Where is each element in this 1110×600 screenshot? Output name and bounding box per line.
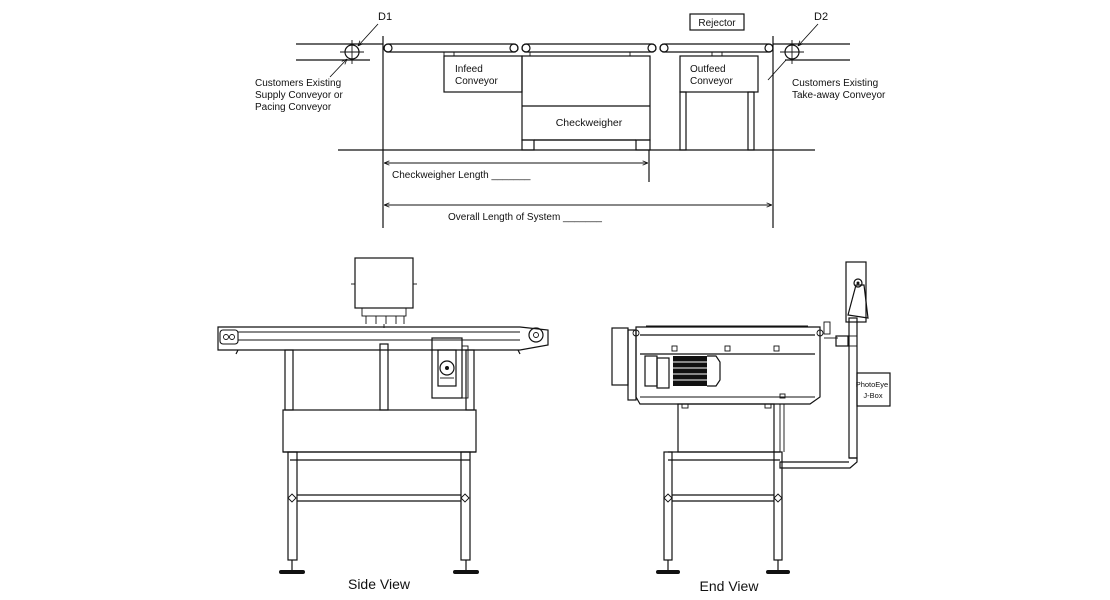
motor-icon: [644, 355, 721, 389]
d2-marker-icon: [767, 23, 819, 81]
gear-motor-icon: [431, 337, 469, 399]
frame: [279, 343, 479, 574]
d1-label: D1: [378, 11, 392, 23]
end-view-drawing: PhotoEye J-Box End View: [611, 261, 891, 594]
outfeed-label-2: Conveyor: [690, 76, 733, 87]
end-view-caption: End View: [700, 578, 760, 594]
side-view-caption: Side View: [348, 576, 411, 592]
rejector-box: [689, 13, 745, 31]
layout-plan: D1 D2 Rejector Infeed Conveyor Checkweig…: [255, 11, 886, 228]
photoeye-mount: [779, 261, 869, 469]
side-view-drawing: Side View: [217, 257, 549, 592]
checkweigher-label: Checkweigher: [556, 117, 623, 129]
takeaway-conveyor: [773, 43, 850, 61]
supply-conveyor-note: Customers Existing Supply Conveyor or Pa…: [255, 78, 346, 113]
checkweigher-box: [521, 55, 651, 151]
conveyor-end: [611, 325, 824, 405]
d2-label: D2: [814, 11, 828, 23]
outfeed-label: Outfeed: [690, 64, 726, 75]
conveyor-bed: [217, 326, 549, 355]
photoeye-jbox: PhotoEye J-Box: [856, 372, 891, 407]
overall-length-label: Overall Length of System _______: [448, 212, 602, 223]
d1-marker-icon: [329, 23, 379, 78]
infeed-label-2: Conveyor: [455, 76, 498, 87]
supply-conveyor: [296, 43, 383, 61]
control-box: [351, 257, 417, 328]
belts: [383, 43, 774, 57]
jbox-label: PhotoEye J-Box: [856, 380, 891, 400]
checkweigher-length-label: Checkweigher Length _______: [392, 170, 531, 181]
infeed-label: Infeed: [455, 64, 483, 75]
takeaway-conveyor-note: Customers Existing Take-away Conveyor: [792, 78, 886, 101]
rejector-label: Rejector: [698, 18, 736, 29]
end-frame: [656, 403, 790, 574]
